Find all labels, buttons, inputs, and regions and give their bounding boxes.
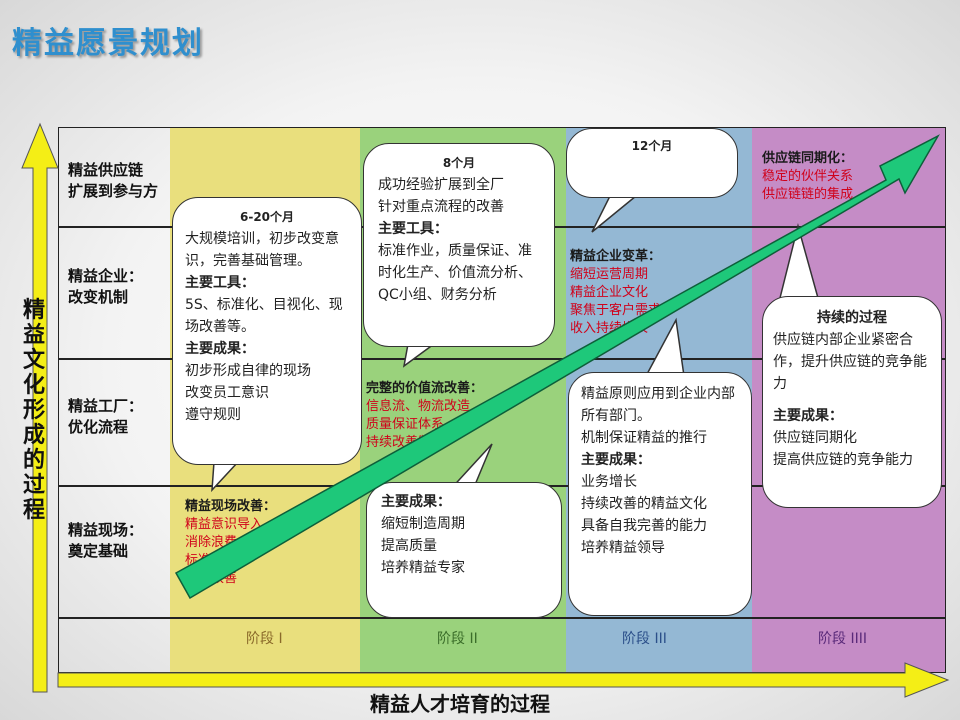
enterprise-item: 收入持续增长	[570, 321, 649, 336]
stage-label-2: 阶段 II	[437, 631, 478, 647]
supply-sync-item: 供应链链的集成	[762, 187, 854, 202]
bubble-stage1-plan: 6-20个月 大规模培训，初步改变意识，完善基础管理。 主要工具： 5S、标准化…	[172, 197, 362, 465]
onsite-improvement-block: 精益现场改善： 精益意识导入 消除浪费 标准化 现场改善	[185, 498, 276, 588]
bubble-result: 缩短制造周期	[381, 516, 465, 532]
page-title: 精益愿景规划	[12, 26, 204, 61]
bubble-tools: 5S、标准化、目视化、现场改善等。	[185, 297, 343, 335]
enterprise-item: 精益企业文化	[570, 285, 649, 300]
onsite-label: 精益现场改善：	[185, 499, 277, 514]
onsite-item: 标准化	[185, 553, 225, 568]
bubble-duration: 8个月	[442, 156, 476, 170]
supply-sync-item: 稳定的伙伴关系	[762, 169, 854, 184]
stage-label-3: 阶段 III	[622, 631, 667, 647]
value-stream-item: 信息流、物流改造	[366, 399, 471, 414]
bubble-stage2-plan: 8个月 成功经验扩展到全厂 针对重点流程的改善 主要工具： 标准作业，质量保证、…	[363, 143, 555, 347]
value-stream-item: 持续改善制度	[366, 435, 445, 450]
bubble-text: 精益原则应用到企业内部所有部门。	[581, 386, 735, 424]
stage-label-4: 阶段 IIII	[818, 631, 867, 647]
value-stream-block: 完整的价值流改善： 信息流、物流改造 质量保证体系 持续改善制度	[366, 380, 483, 452]
bubble-result: 业务增长	[581, 474, 637, 490]
enterprise-label: 精益企业变革：	[570, 249, 662, 264]
bubble-text: 大规模培训，初步改变意识，完善基础管理。	[185, 231, 339, 269]
bubble-results-label: 主要成果：	[381, 494, 451, 510]
supply-sync-label: 供应链同期化：	[762, 151, 854, 166]
bubble-tools-label: 主要工具：	[185, 275, 255, 291]
row-label-enterprise: 精益企业： 改变机制	[68, 267, 144, 306]
bubble-stage3-results: 精益原则应用到企业内部所有部门。 机制保证精益的推行 主要成果： 业务增长 持续…	[568, 372, 752, 616]
bubble-result: 具备自我完善的能力	[581, 518, 707, 534]
bubble-result: 培养精益领导	[581, 540, 665, 556]
enterprise-change-block: 精益企业变革： 缩短运营周期 精益企业文化 聚焦于客户需求 收入持续增长	[570, 248, 661, 338]
row-label-supply-chain: 精益供应链 扩展到参与方	[68, 161, 159, 200]
bubble-text: 针对重点流程的改善	[378, 199, 504, 215]
onsite-item: 消除浪费	[185, 535, 238, 550]
bubble-duration: 6-20个月	[239, 210, 295, 224]
stage-label-1: 阶段 I	[246, 631, 283, 647]
row-label-onsite: 精益现场： 奠定基础	[68, 521, 144, 560]
value-stream-label: 完整的价值流改善：	[366, 381, 484, 396]
onsite-item: 现场改善	[185, 571, 238, 586]
enterprise-item: 聚焦于客户需求	[570, 303, 662, 318]
value-stream-item: 质量保证体系	[366, 417, 445, 432]
bubble-stage4-plan: 持续的过程 供应链内部企业紧密合作，提升供应链的竞争能力 主要成果： 供应链同期…	[762, 296, 942, 508]
enterprise-item: 缩短运营周期	[570, 267, 649, 282]
bubble-duration: 12个月	[631, 139, 673, 153]
bubble-stage2-results: 主要成果： 缩短制造周期 提高质量 培养精益专家	[366, 482, 562, 618]
bubble-duration: 持续的过程	[817, 310, 887, 326]
bubble-result: 供应链同期化	[773, 430, 857, 446]
bubble-stage3-duration: 12个月	[566, 128, 738, 198]
bubble-results-label: 主要成果：	[185, 341, 255, 357]
bubble-tools-label: 主要工具：	[378, 221, 448, 237]
bubble-text: 机制保证精益的推行	[581, 430, 707, 446]
bubble-text: 成功经验扩展到全厂	[378, 177, 504, 193]
bubble-results-label: 主要成果：	[581, 452, 651, 468]
row-label-factory: 精益工厂： 优化流程	[68, 397, 144, 436]
bubble-result: 遵守规则	[185, 407, 241, 423]
bubble-tools: 标准作业，质量保证、准时化生产、价值流分析、QC小组、财务分析	[378, 243, 532, 303]
bubble-results-label: 主要成果：	[773, 408, 843, 424]
bubble-text: 供应链内部企业紧密合作，提升供应链的竞争能力	[773, 332, 927, 392]
bubble-result: 提高供应链的竞争能力	[773, 452, 913, 468]
bubble-result: 持续改善的精益文化	[581, 496, 707, 512]
bubble-result: 培养精益专家	[381, 560, 465, 576]
bubble-result: 初步形成自律的现场	[185, 363, 311, 379]
horizontal-axis-label: 精益人才培育的过程	[370, 692, 550, 716]
supply-sync-block: 供应链同期化： 稳定的伙伴关系 供应链链的集成	[762, 150, 853, 204]
vertical-axis-label: 精益文化形成的过程	[23, 298, 46, 523]
bubble-result: 提高质量	[381, 538, 437, 554]
bubble-result: 改变员工意识	[185, 385, 269, 401]
onsite-item: 精益意识导入	[185, 517, 264, 532]
